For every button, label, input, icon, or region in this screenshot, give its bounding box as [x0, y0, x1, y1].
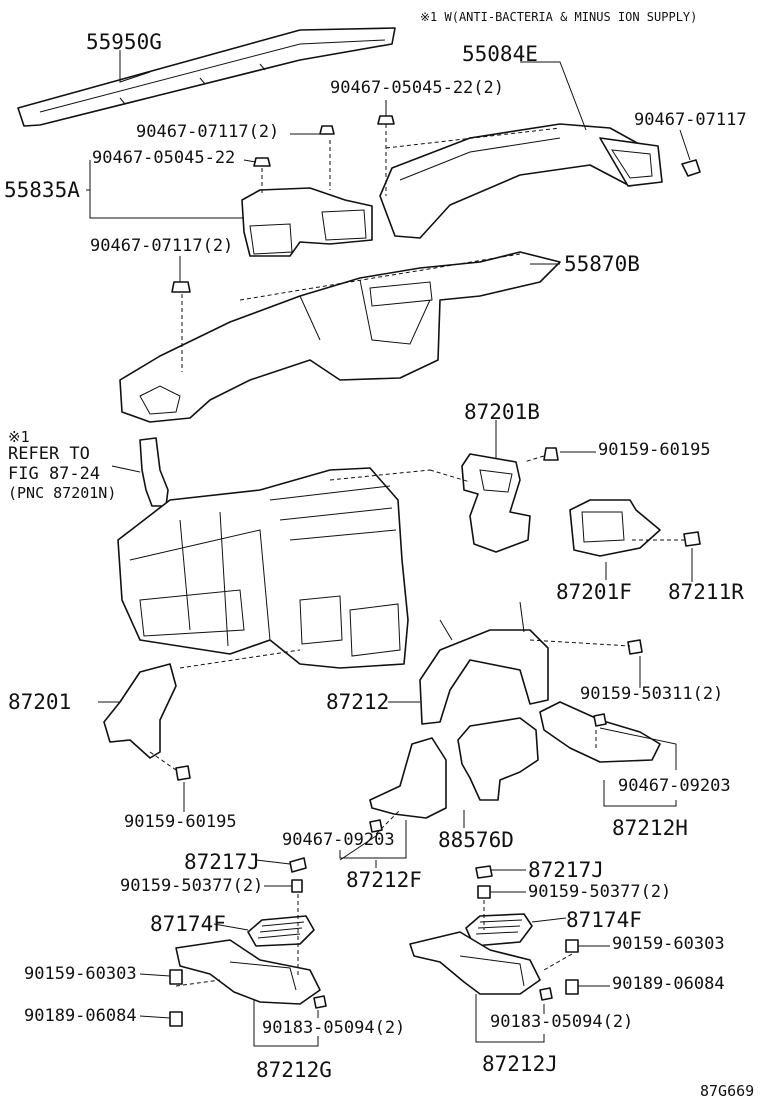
- part-label-87212F[interactable]: 87212F: [346, 868, 422, 892]
- part-label-87201F[interactable]: 87201F: [556, 580, 632, 604]
- duct-87212F-shape: [369, 737, 447, 819]
- refer-line-1: REFER TO: [8, 444, 90, 464]
- part-label-88576D[interactable]: 88576D: [438, 828, 514, 852]
- part-label-90467-07117[interactable]: 90467-07117: [634, 110, 747, 130]
- part-label-90159-60195-bot[interactable]: 90159-60195: [124, 812, 237, 832]
- part-label-90159-50377-2-left[interactable]: 90159-50377(2): [120, 876, 264, 896]
- part-label-55084E[interactable]: 55084E: [462, 42, 538, 66]
- assembly-dashed-lines: [149, 124, 686, 987]
- part-label-90189-06084-right[interactable]: 90189-06084: [612, 974, 725, 994]
- part-label-90159-60195-top[interactable]: 90159-60195: [598, 440, 711, 460]
- part-label-87201[interactable]: 87201: [8, 690, 72, 714]
- part-label-90159-60303-left[interactable]: 90159-60303: [24, 964, 137, 984]
- part-label-87217J-left[interactable]: 87217J: [184, 850, 260, 874]
- fasteners: [169, 115, 701, 1027]
- leader-lines: [86, 50, 693, 1047]
- grille-87174F-left-shape: [247, 915, 315, 947]
- refer-line-3: (PNC 87201N): [8, 484, 117, 502]
- part-label-87212G[interactable]: 87212G: [256, 1058, 332, 1082]
- part-label-87201B[interactable]: 87201B: [464, 400, 540, 424]
- duct-87201F-shape: [569, 499, 661, 557]
- duct-87201-shape: [103, 663, 177, 759]
- part-label-90467-09203-right[interactable]: 90467-09203: [618, 776, 731, 796]
- part-label-90159-60303-right[interactable]: 90159-60303: [612, 934, 725, 954]
- part-label-90467-07117-2-mid[interactable]: 90467-07117(2): [90, 236, 234, 256]
- part-label-87212H[interactable]: 87212H: [612, 816, 688, 840]
- duct-87212J-shape: [409, 931, 541, 995]
- refer-line-2: FIG 87-24: [8, 464, 101, 484]
- part-label-87211R[interactable]: 87211R: [668, 580, 744, 604]
- diagram-id: 87G669: [700, 1082, 755, 1100]
- part-label-90189-06084-left[interactable]: 90189-06084: [24, 1006, 137, 1026]
- duct-87212-shape: [419, 601, 549, 725]
- part-label-87174F-left[interactable]: 87174F: [150, 912, 226, 936]
- duct-55084E-shape: [379, 123, 663, 239]
- refer-mark: ※1: [8, 428, 30, 446]
- part-label-55950G[interactable]: 55950G: [86, 30, 162, 54]
- part-label-90467-05045-22[interactable]: 90467-05045-22: [92, 148, 236, 168]
- duct-87212G-shape: [175, 939, 321, 1005]
- part-label-90159-50311-2[interactable]: 90159-50311(2): [580, 684, 724, 704]
- duct-55835A-shape: [241, 187, 373, 257]
- panel-55950G-shape: [17, 27, 396, 127]
- part-label-87174F-right[interactable]: 87174F: [566, 908, 642, 932]
- part-label-87212J[interactable]: 87212J: [482, 1052, 558, 1076]
- snorkel-pipe-shape: [139, 437, 169, 507]
- footnote-text: ※1 W(ANTI-BACTERIA & MINUS ION SUPPLY): [420, 10, 698, 24]
- duct-55870B-shape: [119, 251, 561, 423]
- part-label-90467-07117-2-top[interactable]: 90467-07117(2): [136, 122, 280, 142]
- part-label-90159-50377-2-right[interactable]: 90159-50377(2): [528, 882, 672, 902]
- heater-unit-shape: [117, 467, 409, 669]
- duct-87201B-shape: [461, 453, 531, 553]
- part-label-90183-05094-2-left[interactable]: 90183-05094(2): [262, 1018, 406, 1038]
- part-label-90183-05094-2-right[interactable]: 90183-05094(2): [490, 1012, 634, 1032]
- part-label-55870B[interactable]: 55870B: [564, 252, 640, 276]
- duct-87212H-shape: [539, 701, 661, 763]
- duct-88576D-shape: [457, 717, 539, 801]
- part-label-87217J-right[interactable]: 87217J: [528, 858, 604, 882]
- part-label-90467-05045-22-2[interactable]: 90467-05045-22(2): [330, 78, 504, 98]
- part-label-87212[interactable]: 87212: [326, 690, 390, 714]
- part-label-55835A[interactable]: 55835A: [4, 178, 80, 202]
- part-label-90467-09203-left[interactable]: 90467-09203: [282, 830, 395, 850]
